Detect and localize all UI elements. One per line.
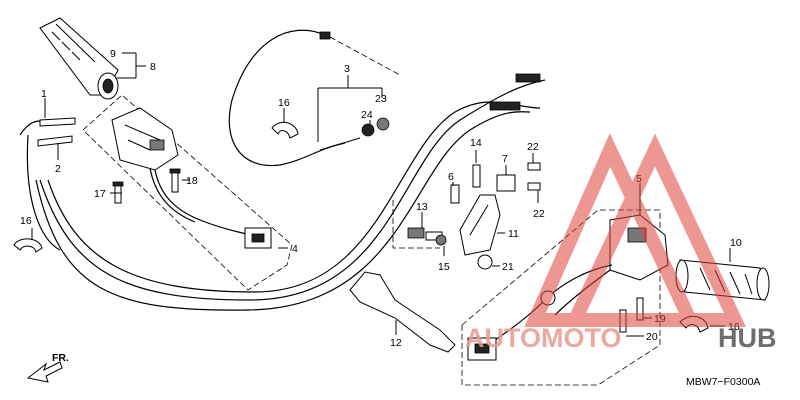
callout-2: 2	[55, 163, 61, 175]
callout-22-top: 22	[527, 141, 539, 153]
lever-12	[349, 271, 456, 353]
callout-8: 8	[150, 61, 156, 73]
cable-end-right-1	[515, 73, 541, 83]
callout-10: 10	[730, 237, 742, 249]
screw-22-bottom	[527, 182, 541, 191]
throttle-cable-1	[39, 79, 546, 301]
lever-bracket-box	[392, 200, 440, 249]
callout-7: 7	[502, 153, 508, 165]
drawing-code: MBW7−F0300A	[686, 376, 760, 388]
switch-assembly-box-left	[82, 94, 293, 291]
lever-bracket	[459, 194, 501, 256]
callout-9: 9	[110, 48, 116, 60]
washer-15	[435, 234, 447, 246]
choke-cable	[228, 29, 346, 167]
callout-15: 15	[438, 261, 450, 273]
callout-1: 1	[41, 88, 47, 100]
callout-16-left: 16	[20, 215, 32, 227]
throttle-cable-2	[47, 101, 541, 293]
callout-4: 4	[292, 243, 298, 255]
callout-21: 21	[502, 261, 514, 273]
nut-21	[477, 254, 493, 270]
clip-16-left	[13, 238, 43, 253]
choke-rod	[319, 137, 361, 151]
front-arrow: FR.	[26, 352, 69, 383]
pin-6	[450, 184, 460, 204]
nut-23	[376, 117, 390, 131]
callout-20: 20	[646, 331, 658, 343]
callout-16-top: 16	[278, 97, 290, 109]
screw-14	[472, 164, 481, 188]
callout-13: 13	[416, 201, 428, 213]
callout-11: 11	[508, 228, 519, 240]
watermark-text-automoto: AUTOMOTO	[465, 323, 622, 353]
callout-24: 24	[361, 109, 373, 121]
screw-18	[169, 168, 181, 193]
screw-17	[112, 181, 124, 204]
switch-7	[496, 174, 516, 192]
left-switch-housing	[111, 107, 272, 249]
callout-12: 12	[390, 337, 402, 349]
left-grip	[39, 17, 119, 100]
watermark-text-hub: HUB	[718, 323, 777, 353]
callout-14: 14	[470, 137, 482, 149]
nut-24	[361, 123, 375, 137]
callout-6: 6	[448, 171, 454, 183]
callout-23: 23	[375, 93, 387, 105]
callout-17: 17	[94, 188, 106, 200]
cable-end-top	[319, 31, 331, 40]
watermark-logo	[524, 133, 747, 327]
cable-end-right-2	[489, 101, 521, 111]
callout-22-bottom: 22	[533, 208, 545, 220]
clip-16-top	[271, 121, 299, 139]
screw-22-top	[527, 162, 541, 171]
callout-18: 18	[186, 175, 198, 187]
throttle-cable-3	[35, 111, 531, 311]
throttle-cable-box	[329, 36, 401, 76]
svg-text:FR.: FR.	[52, 352, 69, 364]
callout-3: 3	[344, 63, 350, 75]
screw-2	[37, 135, 73, 147]
screw-1	[39, 117, 76, 127]
